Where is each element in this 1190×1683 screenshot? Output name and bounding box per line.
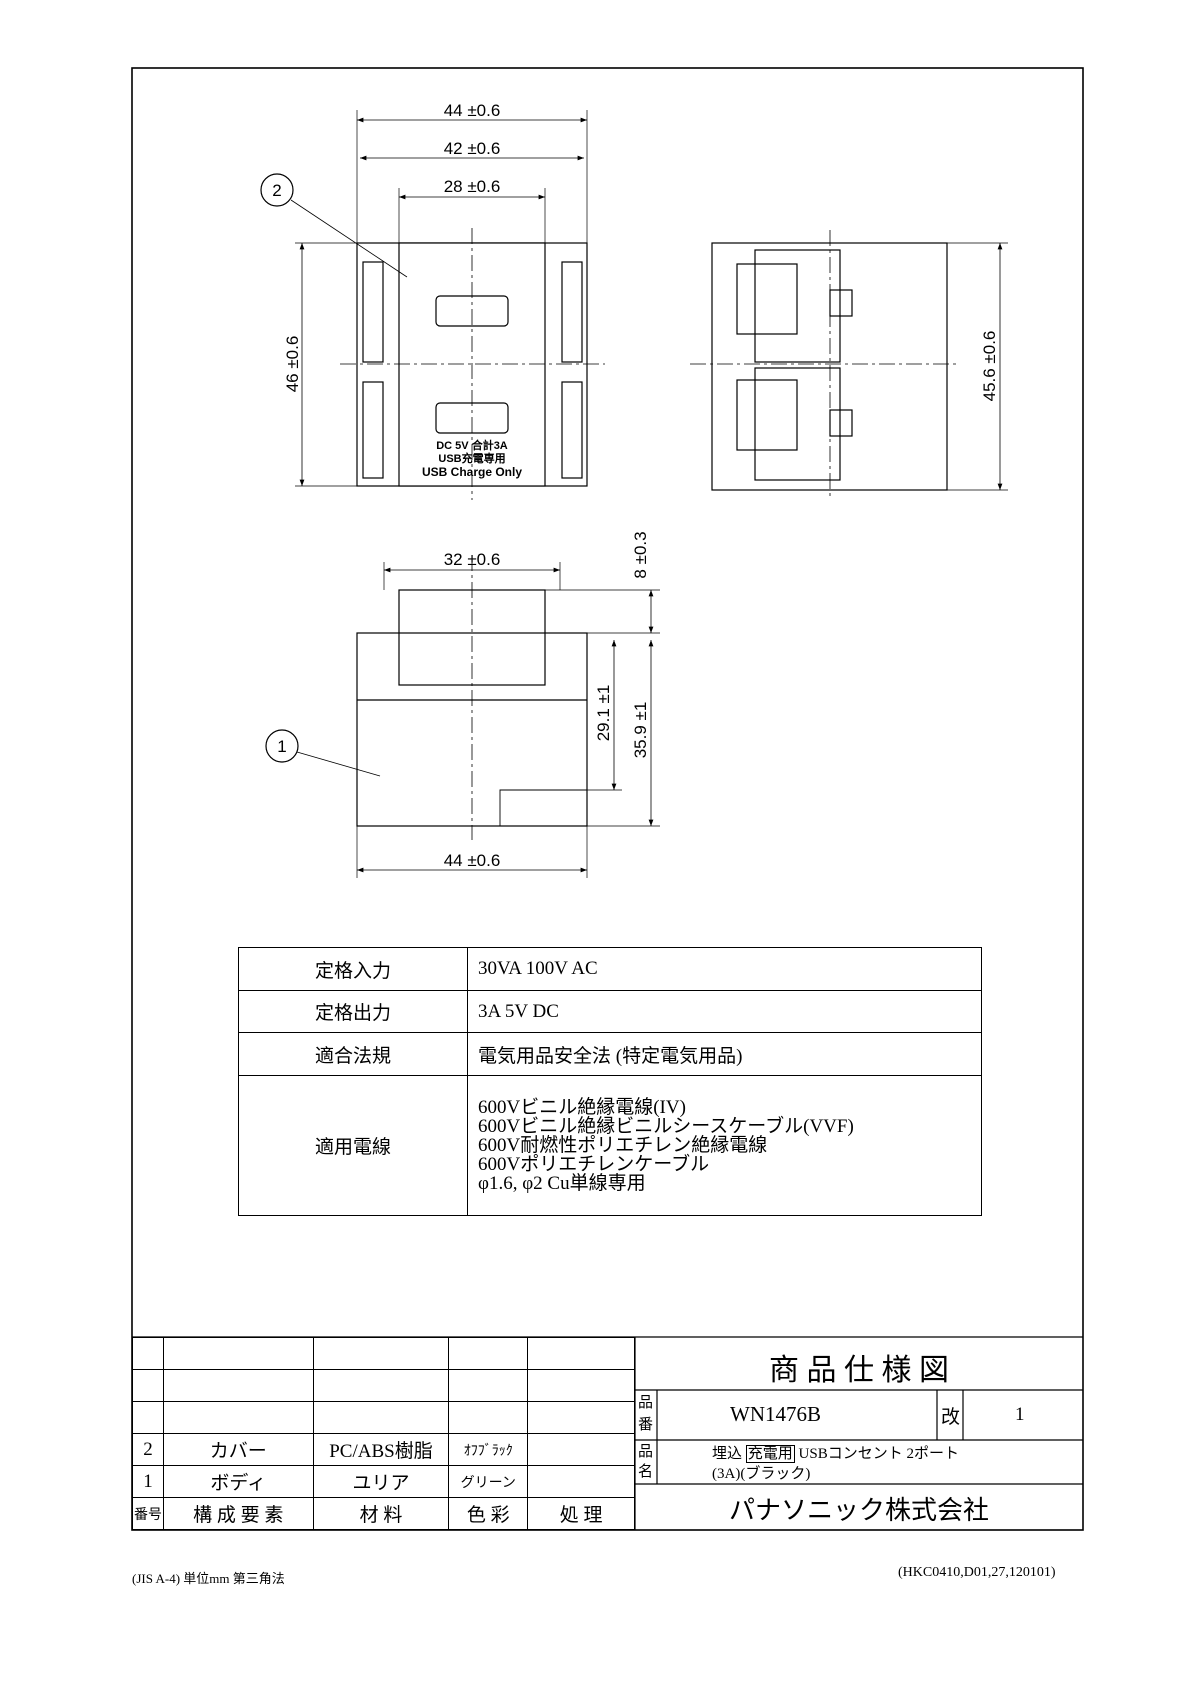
dim-protrusion: 8 ±0.3 [631, 531, 650, 578]
dim-front-width-cover: 28 ±0.6 [444, 177, 501, 196]
part-color: グリーン [448, 1465, 529, 1498]
header-color: 色 彩 [448, 1497, 529, 1530]
product-name-prefix: 埋込 [712, 1446, 743, 1462]
spec-key: 定格入力 [238, 947, 468, 991]
usb-label-line-1: DC 5V 合計3A [436, 438, 508, 452]
product-name-label: 品名 [638, 1444, 654, 1480]
product-name-line2: (3A)(ブラック) [712, 1466, 811, 1482]
spec-key: 定格出力 [238, 990, 468, 1033]
wire-type: 600Vビニル絶縁ビニルシースケーブル(VVF) [478, 1116, 854, 1137]
part-color: ｵﾌﾌﾞﾗｯｸ [448, 1433, 529, 1466]
product-name: 埋込 充電用 USBコンセント 2ポート [712, 1442, 959, 1463]
wire-type: 600Vポリエチレンケーブル [478, 1154, 710, 1175]
part-treatment [527, 1433, 635, 1466]
product-no-label: 品番 [638, 1395, 654, 1433]
front-view [260, 110, 605, 500]
drawing-frame [131, 67, 1084, 1531]
footer-right: (HKC0410,D01,27,120101) [898, 1565, 1056, 1580]
part-component: カバー [162, 1433, 314, 1466]
part-treatment [527, 1465, 635, 1498]
spec-value: 30VA 100V AC [467, 947, 982, 991]
wire-type: φ1.6, φ2 Cu単線専用 [478, 1173, 646, 1194]
dim-front-width-mid: 42 ±0.6 [444, 139, 501, 158]
side-view [690, 230, 1008, 500]
dim-depth-inner: 29.1 ±1 [594, 685, 613, 742]
dim-front-height: 46 ±0.6 [283, 336, 302, 393]
wire-type: 600Vビニル絶縁電線(IV) [478, 1097, 686, 1118]
part-no: 2 [132, 1433, 164, 1466]
dim-bottom-top-width: 32 ±0.6 [444, 550, 501, 569]
parts-header: 番号構 成 要 素材 料色 彩処 理 [132, 1497, 635, 1530]
part-material: PC/ABS樹脂 [312, 1433, 450, 1466]
wire-type: 600V耐燃性ポリエチレン絶縁電線 [478, 1135, 768, 1156]
header-treatment: 処 理 [527, 1497, 635, 1530]
spec-key: 適用電線 [238, 1075, 468, 1216]
header-material: 材 料 [312, 1497, 450, 1530]
spec-key: 適合法規 [238, 1032, 468, 1076]
dim-depth-total: 35.9 ±1 [631, 702, 650, 759]
usb-label-line-2: USB充電専用 [438, 451, 505, 465]
dim-bottom-width: 44 ±0.6 [444, 851, 501, 870]
header-component: 構 成 要 素 [162, 1497, 314, 1530]
spec-value: 3A 5V DC [467, 990, 982, 1033]
spec-value: 電気用品安全法 (特定電気用品) [467, 1032, 982, 1076]
part-callout-2: 2 [272, 181, 281, 200]
part-material: ユリア [312, 1465, 450, 1498]
dim-side-height: 45.6 ±0.6 [980, 331, 999, 402]
part-callout-1: 1 [277, 737, 286, 756]
usb-label-line-3: USB Charge Only [422, 465, 522, 479]
footer-left: (JIS A-4) 単位mm 第三角法 [132, 1571, 285, 1586]
part-no: 1 [132, 1465, 164, 1498]
dim-front-width-outer: 44 ±0.6 [444, 101, 501, 120]
product-name-suffix: USBコンセント 2ポート [798, 1446, 959, 1462]
drawing-title: 商 品 仕 様 図 [769, 1354, 949, 1387]
revision-label: 改 [941, 1407, 961, 1428]
company-name: パナソニック株式会社 [728, 1496, 989, 1525]
product-no: WN1476B [730, 1402, 821, 1426]
part-component: ボディ [162, 1465, 314, 1498]
revision-value: 1 [1015, 1404, 1025, 1425]
product-name-boxed: 充電用 [745, 1445, 795, 1463]
header-no: 番号 [132, 1497, 164, 1530]
bottom-view [265, 555, 660, 878]
